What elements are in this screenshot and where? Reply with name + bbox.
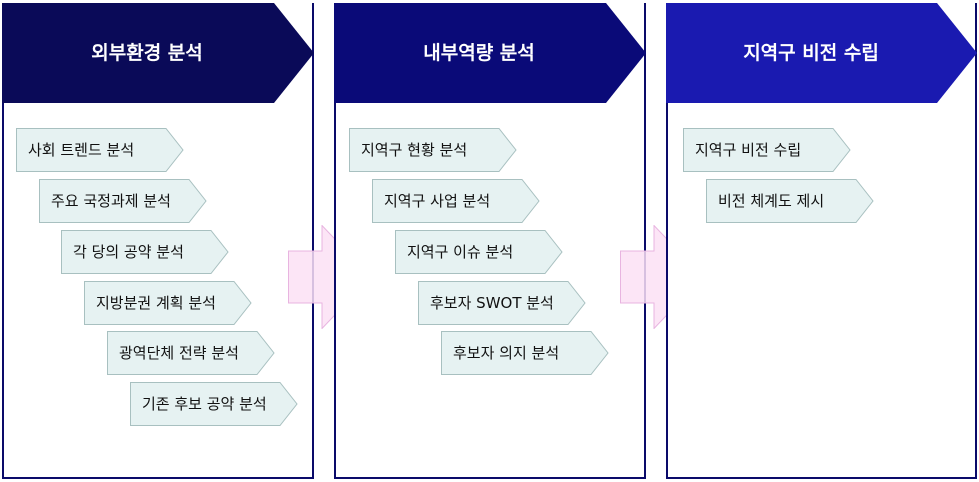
item-arrow-shape	[39, 179, 207, 223]
item-label: 지방분권 계획 분석	[96, 294, 216, 312]
item-arrow-shape	[706, 179, 874, 223]
item-label: 비전 체계도 제시	[718, 192, 825, 210]
panel-header: 지역구 비전 수립	[666, 3, 977, 103]
item-arrow-shape	[84, 281, 252, 325]
item-arrow-shape	[683, 128, 851, 172]
panel-header: 내부역량 분석	[334, 3, 646, 103]
panel-internal-analysis: 내부역량 분석 지역구 현황 분석 지역구 사업 분석 지역구 이슈 분석 후보…	[334, 3, 646, 479]
item-arrow-shape	[107, 331, 275, 375]
panel-external-analysis: 외부환경 분석 사회 트렌드 분석 주요 국정과제 분석 각 당의 공약 분석 …	[2, 3, 314, 479]
item-label: 지역구 비전 수립	[695, 141, 802, 159]
item-label: 지역구 이슈 분석	[407, 243, 514, 261]
header-chevron-shape	[2, 3, 314, 103]
item-label: 광역단체 전략 분석	[119, 344, 239, 362]
item-arrow-shape	[441, 331, 609, 375]
panel-title: 내부역량 분석	[423, 42, 535, 64]
panel-frame	[666, 3, 977, 479]
panel-title: 외부환경 분석	[91, 42, 203, 64]
item-label: 후보자 SWOT 분석	[430, 294, 554, 312]
item-label: 지역구 사업 분석	[384, 192, 491, 210]
item-label: 기존 후보 공약 분석	[142, 395, 267, 413]
item-arrow-shape	[418, 281, 586, 325]
panel-vision: 지역구 비전 수립 지역구 비전 수립 비전 체계도 제시	[666, 3, 977, 479]
panel-title: 지역구 비전 수립	[743, 42, 879, 64]
item-label: 지역구 현황 분석	[361, 141, 468, 159]
item-arrow-shape	[16, 128, 184, 172]
header-chevron-shape	[666, 3, 977, 103]
item-label: 각 당의 공약 분석	[73, 243, 184, 261]
panel-frame	[2, 3, 314, 479]
item-arrow-shape	[61, 230, 229, 274]
item-arrow-shape	[395, 230, 563, 274]
item-arrow-shape	[349, 128, 517, 172]
panel-header: 외부환경 분석	[2, 3, 314, 103]
item-arrow-shape	[130, 382, 298, 426]
item-label: 후보자 의지 분석	[453, 344, 560, 362]
item-label: 사회 트렌드 분석	[28, 141, 135, 159]
panel-frame	[334, 3, 646, 479]
item-arrow-shape	[372, 179, 540, 223]
header-chevron-shape	[334, 3, 646, 103]
item-label: 주요 국정과제 분석	[51, 192, 171, 210]
